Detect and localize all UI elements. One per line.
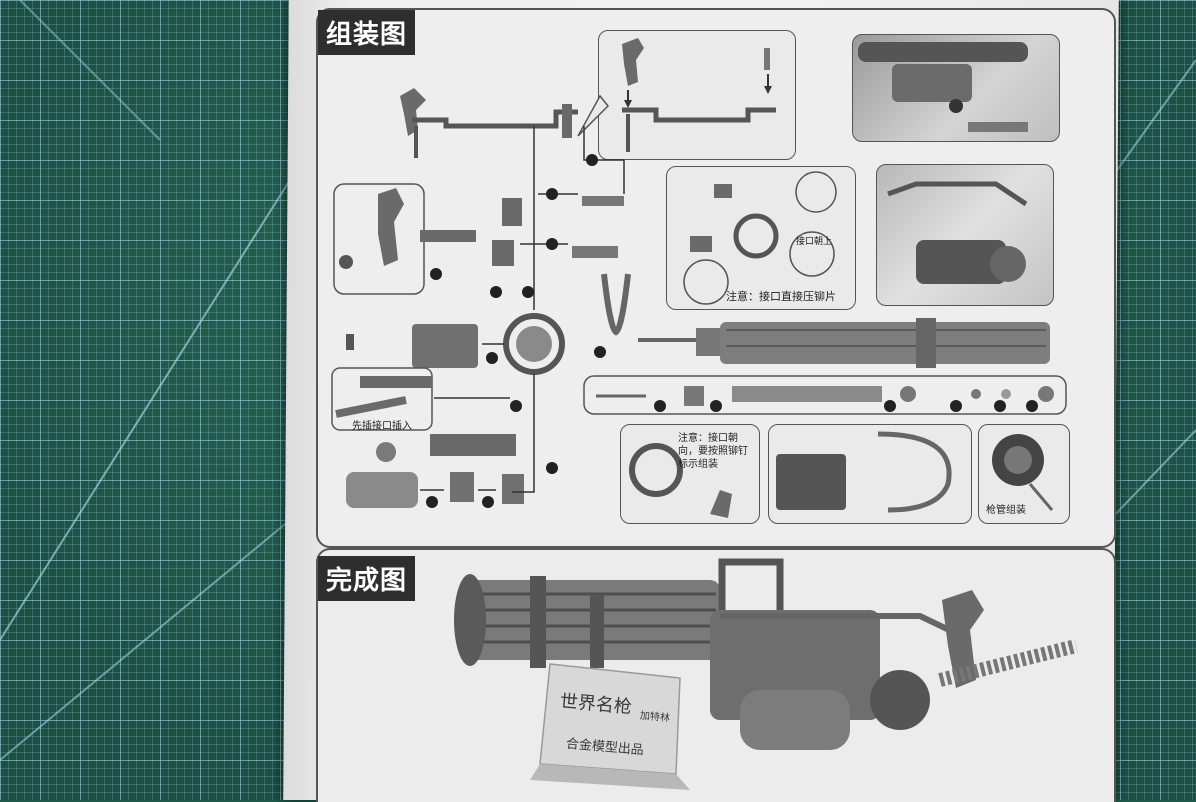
grip-detail-callout xyxy=(598,30,796,160)
barrel-note: 枪管组装 xyxy=(986,505,1026,516)
connector-orientation-callout xyxy=(620,424,760,524)
rivet-callout-label: 接口朝上 xyxy=(796,237,833,247)
rivet-detail-drawing xyxy=(683,171,837,305)
feed-chute-drawing xyxy=(776,431,952,513)
photo-handle-drawing xyxy=(887,181,1028,284)
connector-note: 注意：接口朝向，要按照铆钉标示组装 xyxy=(678,433,748,470)
rivet-note: 注意：接口直接压铆片 xyxy=(726,290,836,303)
display-plaque xyxy=(530,663,690,790)
plaque-subtitle: 加特林 xyxy=(639,710,671,725)
finished-gatling-drawing xyxy=(454,558,1078,750)
connector-drawing xyxy=(629,443,732,518)
photo-feed-drawing xyxy=(858,42,1028,132)
callout-pointer xyxy=(577,94,610,137)
grip-detail-drawing xyxy=(622,38,776,152)
barrel-drawing xyxy=(992,434,1054,511)
assembly-title: 组装图 xyxy=(318,10,416,55)
insert-note: 先插接口插入 xyxy=(352,421,412,432)
assembly-diagram xyxy=(331,88,1067,508)
finished-title: 完成图 xyxy=(318,556,416,601)
